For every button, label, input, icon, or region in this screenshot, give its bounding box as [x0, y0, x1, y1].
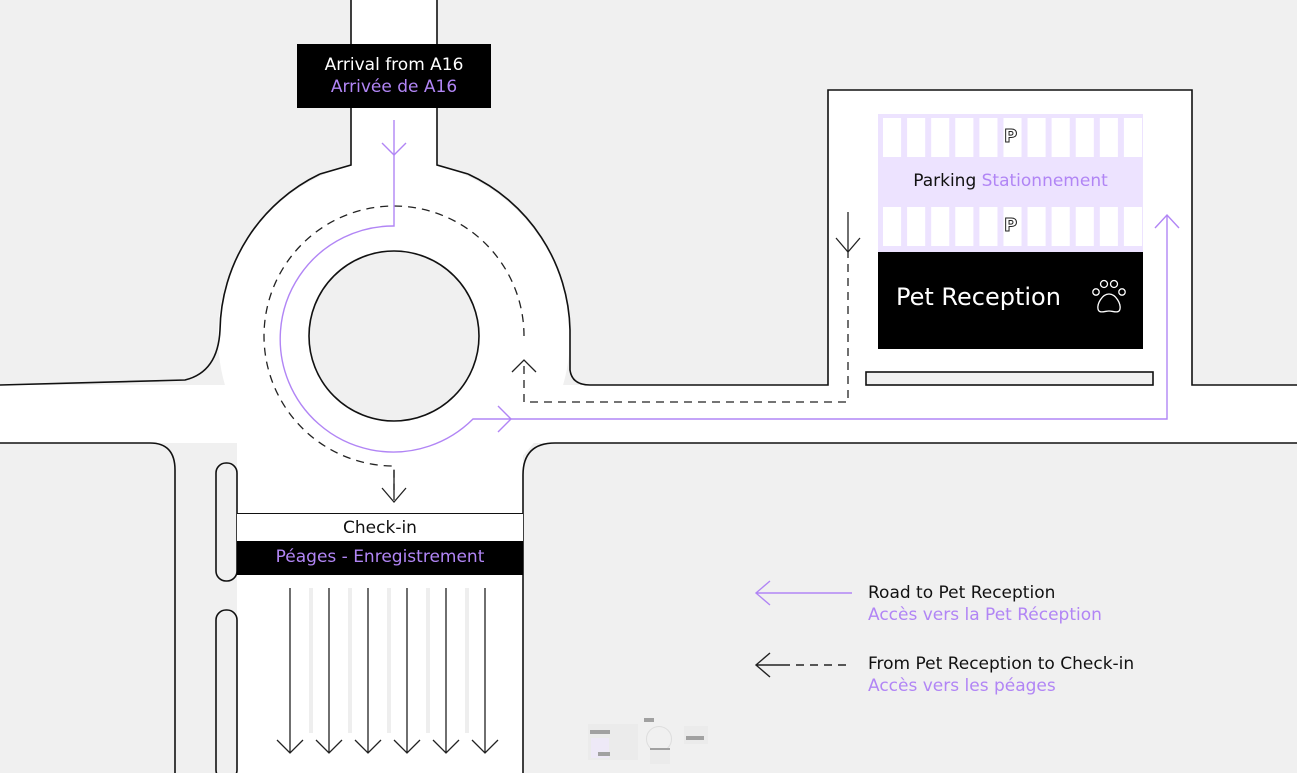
parking-label-en: Parking: [913, 171, 977, 191]
lane-arrow-down-icon: [471, 588, 499, 754]
lane-divider: [309, 588, 313, 733]
parking-space: [1099, 118, 1118, 157]
parking-area: [878, 114, 1143, 252]
route-purple: [279, 120, 1180, 453]
parking-sign-icon: P: [1003, 215, 1018, 237]
parking-space: [907, 118, 926, 157]
lane-divider: [348, 588, 352, 733]
parking-space: [979, 118, 998, 157]
route-dashed: [263, 205, 849, 490]
parking-label-fr: Stationnement: [981, 171, 1108, 191]
parking-space: [883, 118, 902, 157]
arrow-down-icon: [381, 142, 407, 156]
parking-space: [1003, 118, 1022, 157]
lane-arrow-down-icon: [393, 588, 421, 754]
parking-space: [1099, 207, 1118, 246]
arrival-label-en: Arrival from A16: [324, 55, 464, 75]
arrow-up-icon: [511, 359, 537, 373]
pet-reception-label: Pet Reception: [896, 283, 1061, 311]
arrow-up-icon: [1154, 213, 1180, 229]
parking-space: [931, 118, 950, 157]
parking-space: [979, 207, 998, 246]
parking-label: Parking Stationnement: [878, 158, 1143, 206]
arrow-down-icon: [835, 212, 861, 253]
arrival-label-fr: Arrivée de A16: [330, 77, 458, 97]
lane-arrow-down-icon: [276, 588, 304, 754]
parking-space: [1027, 207, 1046, 246]
parking-space: [1003, 207, 1022, 246]
lane-arrow-down-icon: [432, 588, 460, 754]
median-island-lower: [215, 609, 238, 773]
minimap[interactable]: [588, 718, 710, 764]
lane-arrow-down-icon: [354, 588, 382, 754]
parking-space: [1123, 207, 1142, 246]
lane-divider: [465, 588, 469, 733]
checkin-label-en: Check-in: [237, 513, 523, 541]
paw-icon: [1092, 279, 1126, 313]
legend-swatch-dashed: [754, 652, 852, 678]
parking-space: [907, 207, 926, 246]
parking-space: [1027, 118, 1046, 157]
median-island-upper: [215, 462, 238, 582]
legend-swatch-solid: [754, 580, 852, 606]
parking-space: [955, 118, 974, 157]
legend-label-en: Road to Pet Reception: [868, 583, 1056, 603]
curb-bar: [865, 371, 1154, 386]
legend-label-fr: Accès vers la Pet Réception: [868, 605, 1102, 625]
parking-space: [883, 207, 902, 246]
legend-item-road-to-pet-reception: Road to Pet Reception Accès vers la Pet …: [868, 582, 1102, 626]
lane-arrow-down-icon: [315, 588, 343, 754]
parking-space: [1075, 118, 1094, 157]
legend-label-fr: Accès vers les péages: [868, 676, 1056, 696]
pet-reception-building[interactable]: Pet Reception: [878, 252, 1143, 349]
legend-label-en: From Pet Reception to Check-in: [868, 654, 1135, 674]
lane-divider: [387, 588, 391, 733]
parking-sign-icon: P: [1003, 126, 1018, 148]
parking-space: [955, 207, 974, 246]
arrow-down-icon: [381, 470, 407, 503]
lane-divider: [426, 588, 430, 733]
arrow-right-icon: [497, 405, 512, 433]
arrival-sign: Arrival from A16 Arrivée de A16: [297, 44, 491, 108]
checkin-lanes: [276, 588, 499, 754]
parking-space: [931, 207, 950, 246]
legend-item-to-checkin: From Pet Reception to Check-in Accès ver…: [868, 653, 1134, 697]
parking-space: [1051, 207, 1070, 246]
roundabout-island: [308, 250, 480, 422]
parking-space: [1123, 118, 1142, 157]
parking-space: [1075, 207, 1094, 246]
checkin-label-fr: Péages - Enregistrement: [237, 541, 523, 575]
parking-space: [1051, 118, 1070, 157]
dashed-arrowheads: [381, 212, 861, 503]
